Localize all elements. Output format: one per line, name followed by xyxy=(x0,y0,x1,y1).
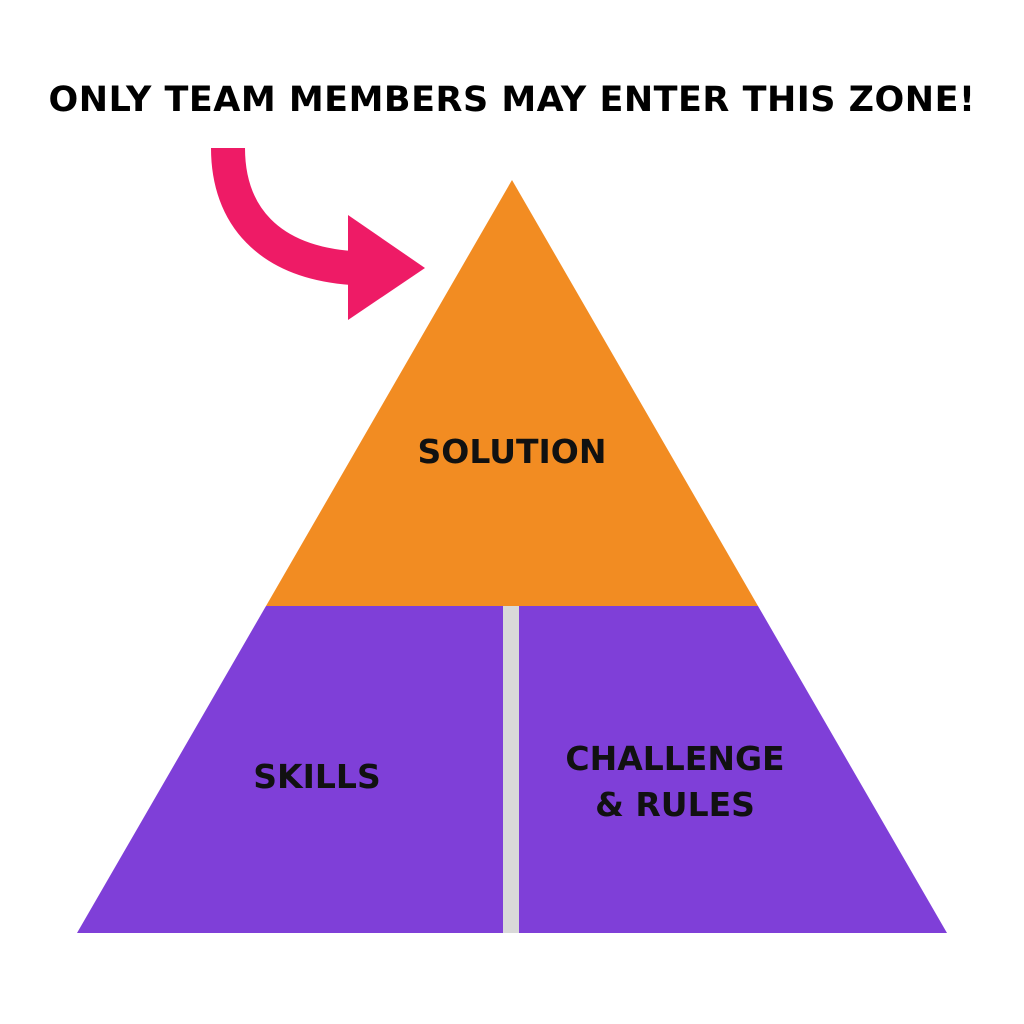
skills-label: SKILLS xyxy=(253,757,380,796)
headline: ONLY TEAM MEMBERS MAY ENTER THIS ZONE! xyxy=(48,80,976,120)
rules-label: & RULES xyxy=(595,785,755,824)
pyramid-bottom-left-section xyxy=(77,606,503,933)
solution-label: SOLUTION xyxy=(418,432,607,471)
pyramid-bottom-right-section xyxy=(519,606,947,933)
pyramid-top-section xyxy=(266,180,758,606)
curved-arrow-icon xyxy=(211,147,425,320)
challenge-label: CHALLENGE xyxy=(565,739,784,778)
pyramid-divider xyxy=(503,606,519,933)
